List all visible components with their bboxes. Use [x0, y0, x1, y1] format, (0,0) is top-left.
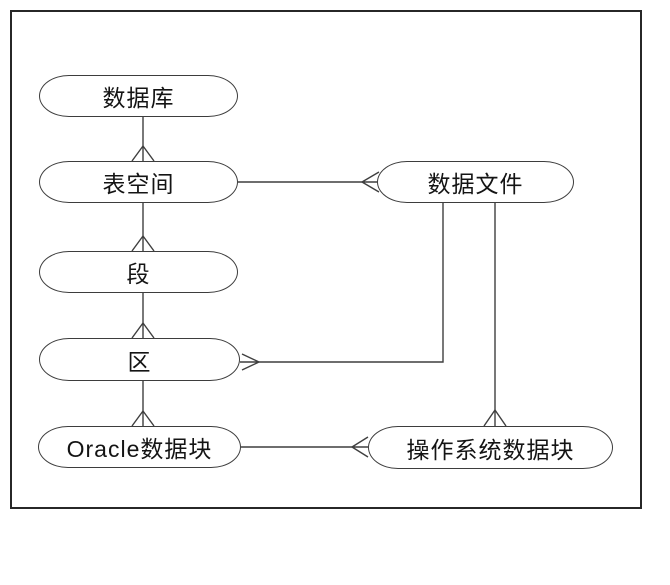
node-extent-label: 区: [127, 348, 152, 375]
node-oracle-block-label: Oracle数据块: [66, 436, 213, 462]
node-tablespace-label: 表空间: [102, 171, 175, 197]
node-database: 数据库: [39, 75, 238, 117]
node-oracle-block: Oracle数据块: [38, 426, 241, 468]
crow-foot-segment: [131, 235, 155, 252]
edge-datafile-extent: [259, 203, 444, 363]
crow-foot-os-block-top: [483, 409, 507, 427]
node-datafile-label: 数据文件: [427, 171, 524, 197]
crow-foot-extent-top: [131, 322, 155, 339]
node-database-label: 数据库: [102, 85, 175, 111]
crow-foot-oracle-block: [131, 410, 155, 427]
node-segment-label: 段: [126, 261, 151, 287]
node-segment: 段: [39, 251, 238, 293]
crow-foot-extent-right: [240, 353, 260, 371]
node-os-block: 操作系统数据块: [368, 426, 613, 469]
node-os-block-label: 操作系统数据块: [406, 436, 575, 463]
crow-foot-os-block-left: [351, 436, 369, 458]
node-tablespace: 表空间: [39, 161, 238, 203]
crow-foot-tablespace: [131, 145, 155, 162]
node-extent: 区: [39, 338, 240, 381]
crow-foot-datafile: [361, 171, 380, 193]
node-datafile: 数据文件: [377, 161, 574, 203]
